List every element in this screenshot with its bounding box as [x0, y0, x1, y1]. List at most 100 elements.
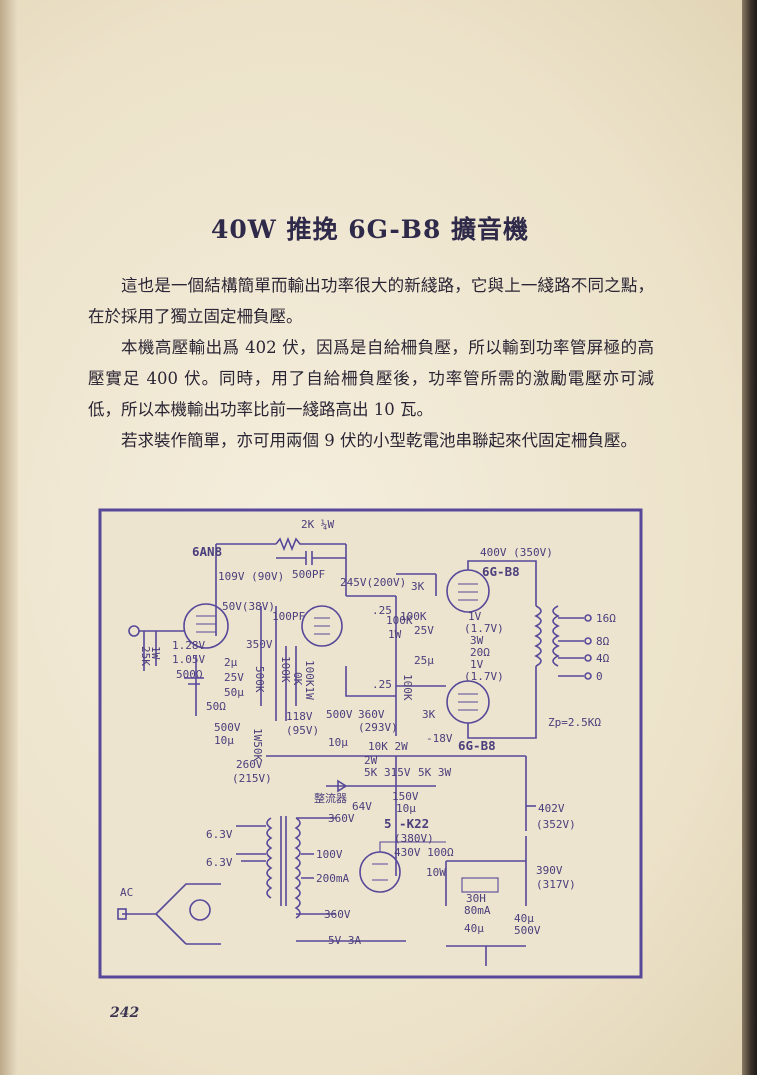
label-380v: (380V) [394, 832, 434, 845]
label-1w50k: 1W50K [251, 728, 264, 761]
tube-grids [196, 615, 330, 635]
preamp-tube-6an8-b [301, 605, 343, 647]
label-317v: (317V) [536, 878, 576, 891]
amplifier-schematic: 2K ¼W 500PF 6AN8 109V (90V) 50V(38V) 25K… [98, 508, 643, 979]
label-260v: 260V [236, 758, 263, 771]
label-20ohm: 20Ω [470, 646, 490, 659]
label-25k: 25K [139, 646, 152, 666]
label-0k: 0K [291, 672, 304, 686]
label-25v: 25V [224, 671, 244, 684]
ac-plug-icon [117, 908, 127, 920]
tube-label-6gb8-top: 6G-B8 [482, 564, 520, 579]
label-8ohm: 8Ω [596, 635, 610, 648]
bias-rectifier-wiring [326, 779, 436, 793]
label-10w: 10W [426, 866, 446, 879]
label-64v: 64V [352, 800, 372, 813]
label-500k: 500K [253, 666, 266, 693]
label-150v: 150V [392, 790, 419, 803]
label-100k-c: 100K [401, 674, 414, 701]
label-128v: 1.28V [172, 639, 205, 652]
label-neg18v: -18V [426, 732, 453, 745]
label-352v: (352V) [536, 818, 576, 831]
cathode-wiring [184, 656, 204, 716]
label-315v: 315V [384, 766, 411, 779]
label-402v: 402V [538, 802, 565, 815]
transformer-core [280, 816, 287, 906]
paragraph-2: 本機高壓輸出爲 402 伏，因爲是自給柵負壓，所以輸到功率管屏極的高壓實足 40… [88, 338, 654, 419]
label-10u-b: 10µ [328, 736, 348, 749]
tube-label-5k22: 5 -K22 [384, 816, 429, 831]
label-3w: 3W [470, 634, 484, 647]
label-100pf: 100PF [272, 610, 305, 623]
label-109v: 109V (90V) [218, 570, 284, 583]
label-zp: Zp=2.5KΩ [548, 716, 601, 729]
tap-16-icon [584, 614, 592, 622]
page-title: 40W 推挽 6G-B8 擴音機 [210, 215, 530, 244]
label-50u: 50µ [224, 686, 244, 699]
label-10u-a: 10µ [214, 734, 234, 747]
interstage-wiring [260, 606, 297, 721]
driver-wiring [345, 595, 446, 736]
label-10k2w: 10K 2W [368, 740, 408, 753]
label-0: 0 [596, 670, 603, 683]
tube-label-6gb8-bottom: 6G-B8 [458, 738, 496, 753]
label-5v3a: 5V 3A [328, 934, 361, 947]
rectifier-electrodes [372, 841, 446, 881]
label-5k: 5K [364, 766, 378, 779]
label-25u: 25µ [414, 654, 434, 667]
label-2u: 2µ [224, 656, 238, 669]
output-transformer-primary [534, 605, 542, 667]
label-30h: 30H [466, 892, 486, 905]
label-100k-a: 100K [386, 614, 413, 627]
tube-label-6an8: 6AN8 [192, 544, 222, 559]
label-5k3w: 5K 3W [418, 766, 451, 779]
tap-0-icon [584, 672, 592, 680]
label-360v-top: 360V [328, 812, 355, 825]
feedback-wiring [215, 536, 347, 636]
label-17v-bottom: (1.7V) [464, 670, 504, 683]
ac-wiring [122, 883, 221, 945]
label-100k-b: 100K [400, 610, 427, 623]
schematic-frame [98, 508, 643, 979]
fuse-lamp-icon [189, 899, 211, 921]
tap-4-icon [584, 654, 592, 662]
label-1w: 1W [388, 628, 402, 641]
label-400v: 400V (350V) [480, 546, 553, 559]
paragraph-1: 這也是一個結構簡單而輸出功率很大的新綫路，它與上一綫路不同之點，在於採用了獨立固… [88, 276, 654, 326]
label-360v: 360V [358, 708, 385, 721]
label-500v-c: 500V [514, 924, 541, 937]
label-50ohm: 50Ω [206, 700, 226, 713]
label-25b: .25 [372, 678, 392, 691]
label-16ohm: 16Ω [596, 612, 616, 625]
label-4ohm: 4Ω [596, 652, 610, 665]
label-2w: 2W [364, 754, 378, 767]
tap-8-icon [584, 637, 592, 645]
label-25v-top: 25V [414, 624, 434, 637]
secondary-taps [296, 817, 406, 942]
label-100k-d: 100K [279, 656, 292, 683]
power-transformer-primary [266, 817, 273, 899]
label-1v-bottom: 1V [470, 658, 484, 671]
choke-icon [461, 877, 499, 893]
preamp-tube-6an8-a [183, 603, 229, 649]
label-360v-bottom: 360V [324, 908, 351, 921]
label-118v: 118V [286, 710, 313, 723]
label-105v: 1.05V [172, 653, 205, 666]
label-25a: .25 [372, 604, 392, 617]
label-500v-b: 500V [326, 708, 353, 721]
label-430v: 430V 100Ω [394, 846, 454, 859]
output-tube-grids [458, 583, 478, 711]
label-40u-a: 40µ [464, 922, 484, 935]
label-17v-top: (1.7V) [464, 622, 504, 635]
label-350v: 350V [246, 638, 273, 651]
label-390v: 390V [536, 864, 563, 877]
label-3k-bottom: 3K [422, 708, 436, 721]
filter-wiring [445, 836, 527, 966]
page-left-edge [0, 0, 18, 1075]
label-50v: 50V(38V) [222, 600, 275, 613]
output-taps [558, 617, 584, 677]
label-3k-top: 3K [411, 580, 425, 593]
label-63v-b: 6.3V [206, 856, 233, 869]
label-1w-b: 1W [149, 646, 162, 660]
feedback-capacitor [276, 551, 346, 565]
